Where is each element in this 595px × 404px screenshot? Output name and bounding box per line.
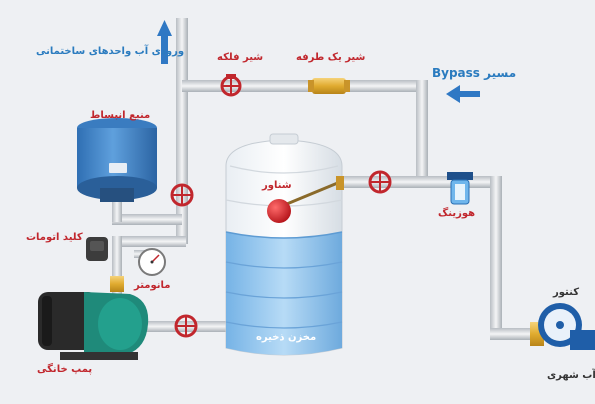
pressure-switch <box>86 237 108 261</box>
gate-valve-riser <box>170 183 194 207</box>
label-home-pump: پمپ خانگی <box>37 364 93 375</box>
pipe-riser <box>176 18 188 244</box>
label-manometer: مانومتر <box>134 280 171 291</box>
pipe-meter-horizontal <box>490 328 540 340</box>
home-pump <box>38 292 149 360</box>
filter-housing <box>447 172 473 205</box>
label-expansion-tank: منبع انبساط <box>90 110 151 121</box>
label-float: شناور <box>262 180 292 191</box>
expansion-tank <box>77 118 157 202</box>
label-valve-top: شیر فلکه <box>217 52 264 63</box>
label-pressure-switch: کلید اتومات <box>26 232 83 243</box>
label-building-inlet: ورودی آب واحدهای ساختمانی <box>36 46 185 57</box>
storage-tank <box>225 133 344 356</box>
pipe-right-drop <box>416 80 428 184</box>
label-check-valve: شیر یک طرفه <box>296 52 366 63</box>
label-city-water: آب شهری <box>547 370 595 381</box>
water-meter <box>530 303 595 350</box>
pipe-expansion-stub <box>112 200 122 222</box>
gate-valve-suction <box>174 314 198 338</box>
pipe-pump-vertical <box>112 236 122 296</box>
label-bypass: مسیر Bypass <box>432 66 517 80</box>
pipe-pump-header <box>114 236 186 247</box>
pipe-expansion <box>112 214 182 225</box>
manometer-gauge <box>138 248 166 276</box>
pump-fitting <box>110 276 124 292</box>
float-ball <box>267 199 291 223</box>
label-filter-housing: هوزینگ <box>438 208 476 219</box>
arrow-up-icon <box>157 20 172 64</box>
label-storage-tank: مخزن ذخیره <box>256 332 317 343</box>
gate-valve-inlet <box>368 170 392 194</box>
pipe-top-horizontal <box>182 80 422 92</box>
arrow-left-icon <box>446 85 480 103</box>
pipe-meter-riser <box>490 176 502 336</box>
gate-valve-top <box>220 74 242 97</box>
label-meter: کنتور <box>553 287 580 298</box>
check-valve <box>308 78 350 94</box>
